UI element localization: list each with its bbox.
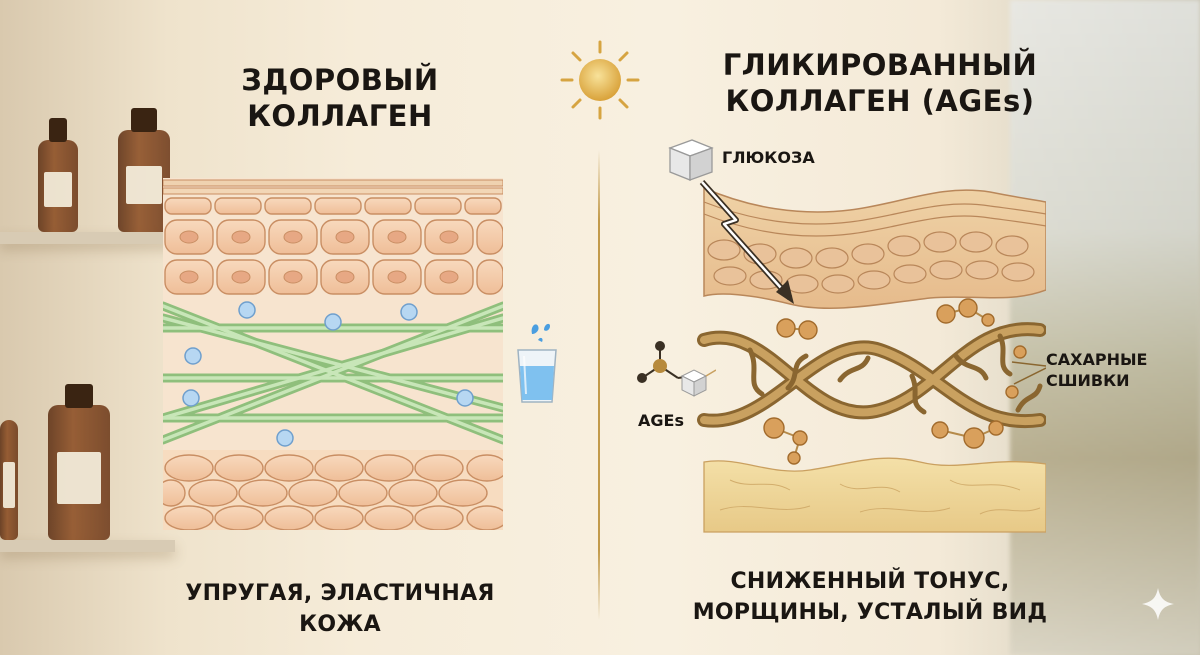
glycated-skin-diagram — [697, 180, 1046, 533]
background-bottle-cap — [65, 384, 93, 408]
glucose-label: ГЛЮКОЗА — [722, 148, 815, 167]
background-bottle-cap — [49, 118, 67, 142]
ages-crosslink-balls — [763, 298, 1027, 465]
glycated-collagen-fibers — [697, 322, 1046, 429]
sun-icon — [560, 40, 640, 120]
water-glass-icon — [517, 323, 557, 403]
sugar-cube-icon — [668, 139, 714, 181]
background-bottle — [48, 405, 110, 540]
ages-label: AGEs — [638, 411, 684, 430]
healthy-dermis-cells — [163, 450, 503, 530]
healthy-collagen-title: ЗДОРОВЫЙ КОЛЛАГЕН — [241, 63, 439, 133]
glycated-skin-caption: СНИЖЕННЫЙ ТОНУС, МОРЩИНЫ, УСТАЛЫЙ ВИД — [670, 566, 1070, 628]
glycated-caption-line2: МОРЩИНЫ, УСТАЛЫЙ ВИД — [692, 600, 1048, 625]
lightning-arrow-icon — [699, 180, 794, 304]
background-bottle — [118, 130, 170, 232]
healthy-collagen-fibers — [163, 301, 503, 445]
background-shelf — [0, 540, 175, 552]
glycated-dermis — [703, 457, 1046, 533]
healthy-skin-caption: УПРУГАЯ, ЭЛАСТИЧНАЯ КОЖА — [185, 581, 495, 637]
molecule-icon — [637, 341, 716, 397]
healthy-skin-diagram — [163, 178, 503, 530]
glycated-caption-line1: СНИЖЕННЫЙ ТОНУС, — [730, 569, 1010, 594]
water-molecules — [182, 301, 474, 447]
background-shelf — [0, 232, 175, 244]
glycated-collagen-title: ГЛИКИРОВАННЫЙ КОЛЛАГЕН (AGEs) — [700, 47, 1060, 119]
crosslinks-line2: СШИВКИ — [1046, 371, 1130, 390]
center-divider — [598, 150, 600, 620]
crosslinks-line1: САХАРНЫЕ — [1046, 350, 1148, 369]
crosslinks-pointer — [1011, 361, 1046, 385]
background-bottle — [38, 140, 78, 232]
background-bottle-cap — [131, 108, 157, 132]
sparkle-icon — [1142, 588, 1174, 620]
sugar-crosslinks-label: САХАРНЫЕ СШИВКИ — [1046, 349, 1186, 391]
background-bottle — [0, 420, 18, 540]
healthy-epidermis — [163, 179, 503, 295]
glycated-title-line2: КОЛЛАГЕН (AGEs) — [725, 84, 1035, 118]
glycated-title-line1: ГЛИКИРОВАННЫЙ — [722, 48, 1038, 82]
glycated-epidermis — [703, 186, 1046, 309]
